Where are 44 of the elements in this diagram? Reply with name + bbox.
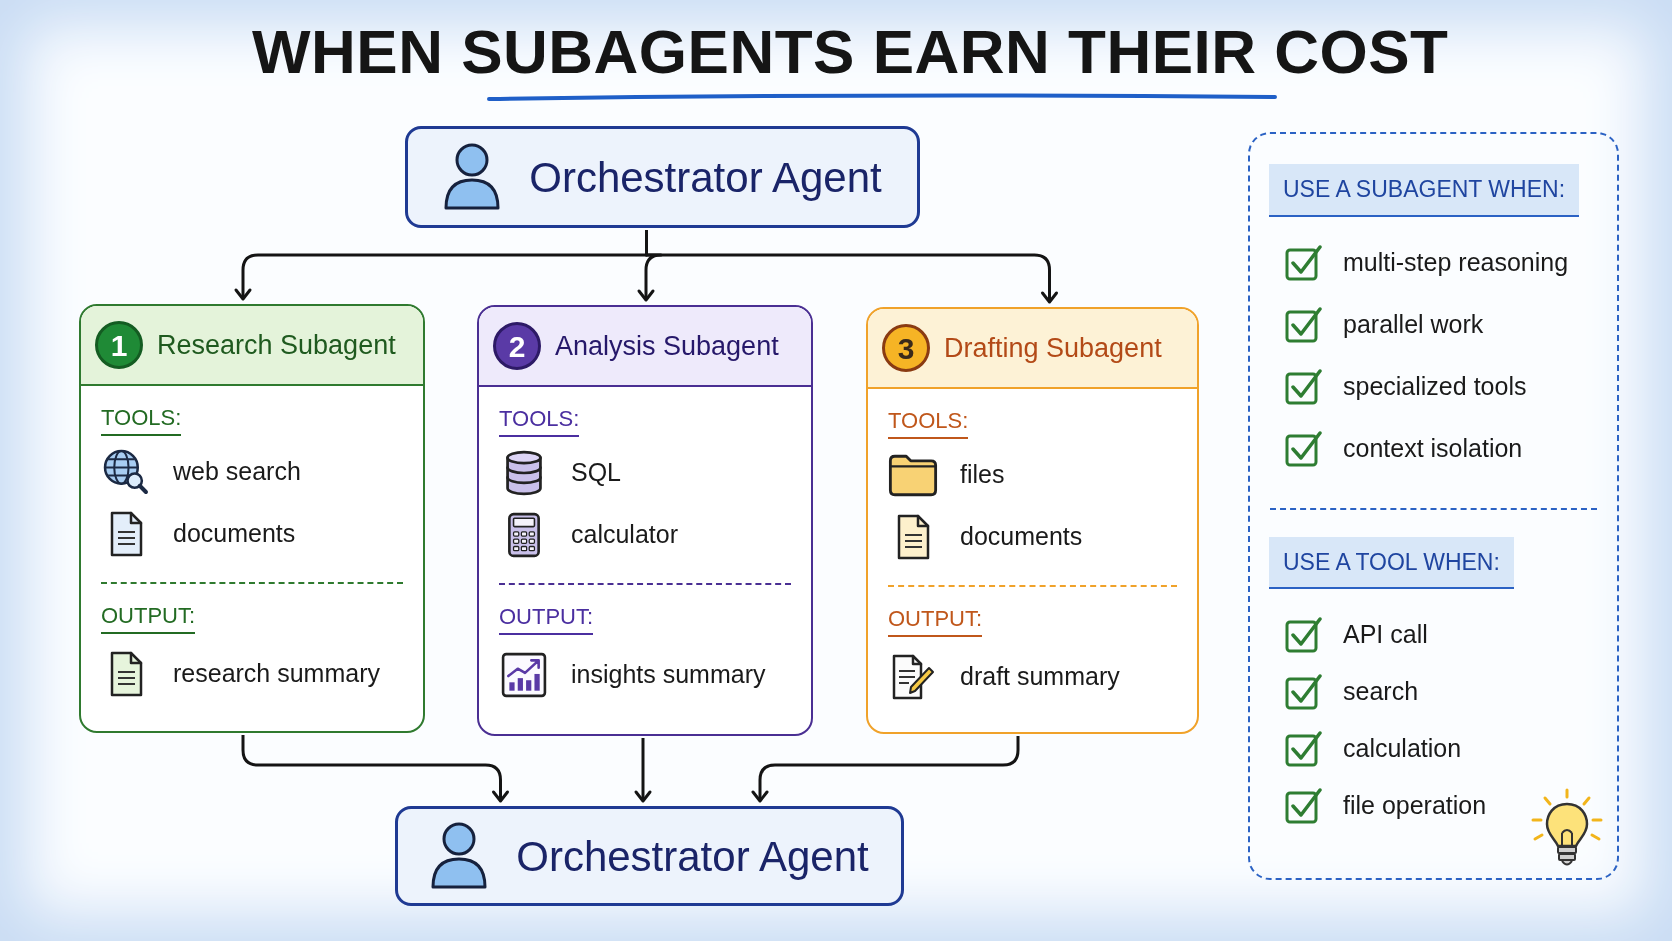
output-name: draft summary — [960, 661, 1120, 693]
agent-box — [405, 126, 920, 228]
arrow — [751, 736, 1020, 803]
subagent-card — [477, 305, 813, 736]
section-label: OUTPUT: — [888, 605, 983, 637]
tool-name: documents — [960, 521, 1083, 553]
number-badge: 3 — [882, 324, 930, 372]
subagent-card — [79, 304, 425, 733]
checklist-item: search — [1343, 676, 1419, 708]
agent-name: Orchestrator Agent — [516, 831, 869, 882]
arrow — [645, 230, 1058, 304]
tool-name: documents — [173, 518, 296, 550]
section-label: TOOLS: — [101, 404, 182, 436]
output-name: research summary — [173, 658, 380, 690]
checklist-panel — [1248, 132, 1619, 880]
number-badge: 1 — [95, 321, 143, 369]
card-title: Research Subagent — [157, 328, 396, 362]
checklist-item: calculation — [1343, 733, 1462, 765]
section-label: TOOLS: — [888, 407, 969, 439]
tool-name: web search — [173, 456, 301, 488]
checklist-item: context isolation — [1343, 432, 1523, 464]
checklist-item: API call — [1343, 619, 1428, 651]
agent-name: Orchestrator Agent — [529, 152, 882, 203]
arrow — [241, 735, 509, 803]
agent-box — [395, 806, 904, 906]
checklist-item: specialized tools — [1343, 370, 1527, 402]
section-heading: USE A TOOL WHEN: — [1269, 536, 1514, 589]
output-name: insights summary — [571, 659, 766, 691]
tool-name: calculator — [571, 519, 678, 551]
card-title: Drafting Subagent — [944, 331, 1162, 365]
tool-name: SQL — [571, 457, 622, 489]
section-label: OUTPUT: — [499, 603, 594, 635]
section-label: TOOLS: — [499, 405, 580, 437]
section-label: OUTPUT: — [101, 602, 196, 634]
subagent-card — [866, 307, 1199, 734]
card-title: Analysis Subagent — [555, 329, 779, 363]
checklist-item: parallel work — [1343, 308, 1484, 340]
checklist-item: multi-step reasoning — [1343, 246, 1569, 278]
number-badge: 2 — [493, 322, 541, 370]
section-heading: USE A SUBAGENT WHEN: — [1269, 164, 1580, 217]
arrow — [634, 738, 652, 803]
checklist-item: file operation — [1343, 790, 1487, 822]
title: WHEN SUBAGENTS EARN THEIR COST — [252, 16, 1449, 88]
tool-name: files — [960, 459, 1005, 491]
